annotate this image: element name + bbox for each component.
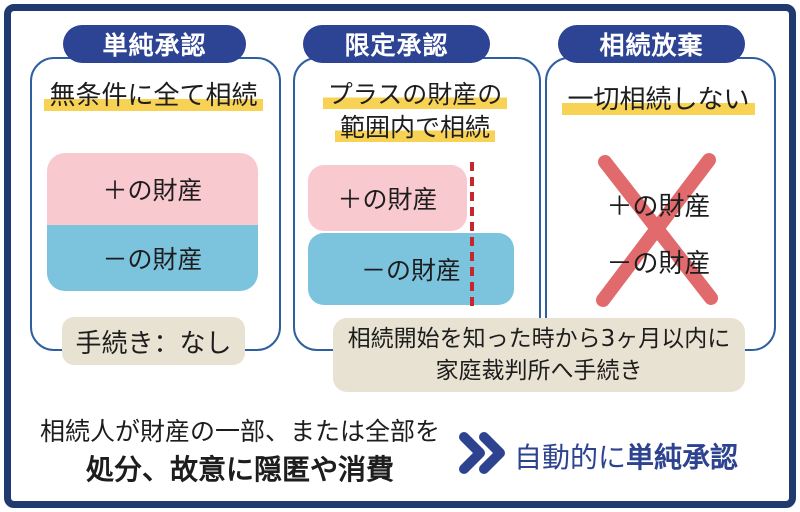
double-chevron-right-icon bbox=[459, 432, 505, 474]
minus-assets-box: －の財産 bbox=[308, 233, 514, 305]
plus-assets-label: ＋の財産 bbox=[606, 192, 711, 222]
highlighted-text: 無条件に全て相続 bbox=[44, 81, 263, 111]
limit-boundary-dashed-line bbox=[470, 162, 474, 308]
footer-result-text: 自動的に単純承認 bbox=[514, 436, 738, 476]
simple-acceptance-header: 単純承認 bbox=[63, 25, 246, 63]
limited-acceptance-header: 限定承認 bbox=[303, 25, 490, 63]
description-line: プラスの財産の bbox=[293, 78, 537, 111]
renunciation-description: 一切相続しない bbox=[545, 84, 772, 117]
description-line: 範囲内で相続 bbox=[293, 111, 537, 144]
result-prefix: 自動的に bbox=[514, 441, 627, 474]
plus-assets-box: ＋の財産 bbox=[47, 153, 258, 225]
simple-acceptance-description: 無条件に全て相続 bbox=[30, 80, 277, 113]
footer-condition-line1: 相続人が財産の一部、または全部を bbox=[39, 417, 440, 446]
highlighted-text: プラスの財産の bbox=[322, 80, 508, 109]
minus-assets-label: －の財産 bbox=[606, 249, 711, 279]
deadline-note-line1: 相続開始を知った時から3ヶ月以内に bbox=[347, 326, 731, 352]
red-cross-x-icon bbox=[596, 153, 718, 307]
deadline-note: 相続開始を知った時から3ヶ月以内に 家庭裁判所へ手続き bbox=[333, 318, 745, 392]
highlighted-text: 範囲内で相続 bbox=[334, 113, 495, 142]
limited-acceptance-description: プラスの財産の 範囲内で相続 bbox=[293, 78, 537, 144]
footer-condition-line2: 処分、故意に隠匿や消費 bbox=[85, 453, 394, 486]
minus-assets-box: －の財産 bbox=[47, 225, 258, 291]
plus-assets-box: ＋の財産 bbox=[308, 165, 467, 231]
result-emphasis: 単純承認 bbox=[626, 441, 739, 474]
highlighted-text: 一切相続しない bbox=[562, 85, 755, 115]
procedure-note: 手続き：なし bbox=[62, 317, 245, 365]
renunciation-header: 相続放棄 bbox=[558, 25, 745, 63]
deadline-note-line2: 家庭裁判所へ手続き bbox=[435, 358, 643, 384]
